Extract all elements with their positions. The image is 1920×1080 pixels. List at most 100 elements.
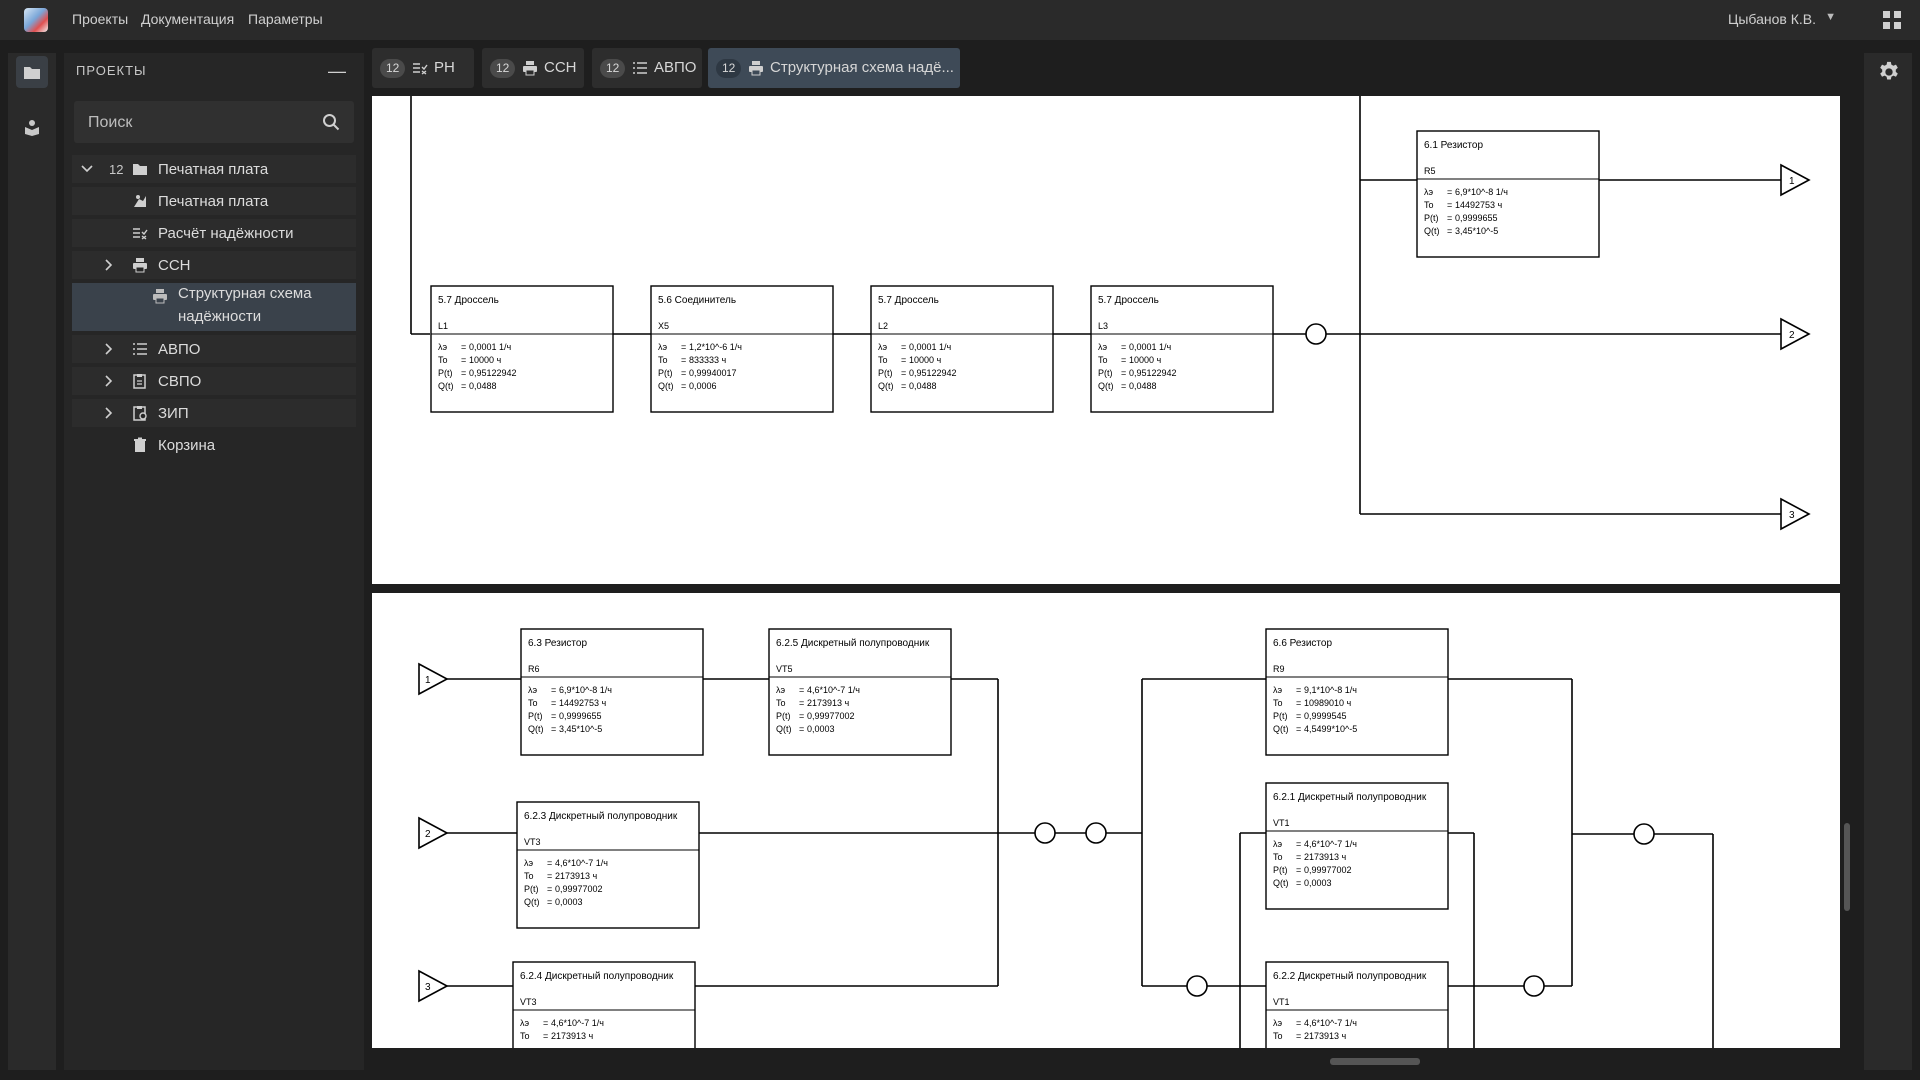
tree-item-ssn[interactable]: ССН (72, 251, 356, 279)
reliability-block[interactable]: 6.2.4 Дискретный полупроводник VT3 λэ=4,… (512, 961, 696, 1048)
chevron-down-icon[interactable] (80, 162, 94, 176)
junction-node[interactable] (1034, 822, 1056, 844)
pcb-icon (134, 195, 146, 207)
svg-text:6.2.4 Дискретный полупроводник: 6.2.4 Дискретный полупроводник (520, 971, 674, 982)
tab-avpo[interactable]: 12 АВПО (592, 48, 702, 88)
reliability-block[interactable]: 5.7 Дроссель L2 λэ=0,0001 1/ч To=10000 ч… (870, 285, 1054, 413)
gear-icon[interactable] (1878, 61, 1900, 83)
tree-item-trash[interactable]: Корзина (72, 431, 356, 459)
tree-item-zip[interactable]: ЗИП (72, 399, 356, 427)
svg-text:10000 ч: 10000 ч (469, 355, 502, 365)
tree-item-label: Расчёт надёжности (158, 224, 294, 242)
svg-text:=: = (551, 724, 556, 734)
diagram-page-1[interactable]: 1 2 3 5.7 Дроссель L1 λэ=0,0001 1/ч To=1… (372, 96, 1840, 584)
input-port[interactable]: 3 (418, 969, 449, 1003)
calc-list-icon (413, 63, 428, 75)
svg-text:Q(t): Q(t) (878, 381, 894, 391)
reliability-block[interactable]: 5.6 Соединитель X5 λэ=1,2*10^-6 1/ч To=8… (650, 285, 834, 413)
svg-text:0,0488: 0,0488 (1129, 381, 1157, 391)
reliability-block[interactable]: 5.7 Дроссель L1 λэ=0,0001 1/ч To=10000 ч… (430, 285, 614, 413)
chevron-right-icon[interactable] (102, 374, 116, 388)
svg-text:0,0001 1/ч: 0,0001 1/ч (909, 342, 952, 352)
input-port[interactable]: 2 (418, 816, 449, 850)
svg-text:P(t): P(t) (438, 368, 453, 378)
project-count: 12 (109, 161, 124, 177)
projects-rail-button[interactable] (16, 56, 48, 88)
svg-text:VT1: VT1 (1273, 818, 1290, 828)
reliability-block[interactable]: 5.7 Дроссель L3 λэ=0,0001 1/ч To=10000 ч… (1090, 285, 1274, 413)
tree-item-pcb[interactable]: Печатная плата (72, 187, 356, 215)
library-rail-button[interactable] (16, 111, 48, 143)
junction-node[interactable] (1633, 823, 1655, 845)
svg-text:10000 ч: 10000 ч (909, 355, 942, 365)
tree-item-reliability-calc[interactable]: Расчёт надёжности (72, 219, 356, 247)
svg-text:Q(t): Q(t) (658, 381, 674, 391)
collapse-icon[interactable]: — (328, 61, 346, 81)
folder-icon (133, 164, 147, 175)
search-icon[interactable] (322, 113, 340, 131)
svg-text:=: = (1447, 226, 1452, 236)
svg-text:=: = (1121, 381, 1126, 391)
svg-text:3,45*10^-5: 3,45*10^-5 (1455, 226, 1498, 236)
svg-text:R6: R6 (528, 664, 540, 674)
tree-item-project[interactable]: 12 Печатная плата (72, 155, 356, 183)
svg-text:=: = (1296, 1031, 1301, 1041)
svg-text:4,5499*10^-5: 4,5499*10^-5 (1304, 724, 1357, 734)
trash-icon (134, 437, 146, 452)
tree-item-label: Структурная схема (178, 285, 312, 302)
chevron-right-icon[interactable] (102, 406, 116, 420)
tab-ssn[interactable]: 12 ССН (482, 48, 584, 88)
svg-text:3: 3 (1789, 510, 1795, 521)
user-name[interactable]: Цыбанов К.В. (1727, 11, 1816, 27)
horizontal-scrollbar[interactable] (1330, 1058, 1420, 1065)
chevron-right-icon[interactable] (102, 258, 116, 272)
apps-grid-icon[interactable] (1882, 10, 1902, 30)
svg-text:=: = (1447, 213, 1452, 223)
vertical-scrollbar[interactable] (1844, 823, 1850, 911)
tab-rn[interactable]: 12 РН (372, 48, 474, 88)
svg-text:2173913 ч: 2173913 ч (555, 871, 598, 881)
junction-node[interactable] (1523, 975, 1545, 997)
svg-text:0,0003: 0,0003 (1304, 878, 1332, 888)
search-input[interactable] (86, 101, 310, 145)
chevron-down-icon[interactable]: ▼ (1825, 11, 1836, 23)
junction-node[interactable] (1305, 323, 1327, 345)
menu-documentation[interactable]: Документация (141, 11, 235, 27)
tree-item-svpo[interactable]: СВПО (72, 367, 356, 395)
tree-item-label: СВПО (158, 372, 202, 390)
tab-structural-scheme[interactable]: 12 Структурная схема надё... (708, 48, 960, 88)
reliability-block[interactable]: 6.2.1 Дискретный полупроводник VT1 λэ=4,… (1265, 782, 1449, 910)
junction-node[interactable] (1085, 822, 1107, 844)
svg-text:Q(t): Q(t) (1424, 226, 1440, 236)
tree-item-structural-scheme[interactable]: Структурная схема надёжности (72, 283, 356, 331)
menu-settings[interactable]: Параметры (248, 11, 323, 27)
tab-badge: 12 (490, 59, 516, 78)
reliability-block[interactable]: 6.2.2 Дискретный полупроводник VT1 λэ=4,… (1265, 961, 1449, 1048)
svg-text:Q(t): Q(t) (776, 724, 792, 734)
svg-text:P(t): P(t) (528, 711, 543, 721)
output-port[interactable]: 2 (1780, 317, 1811, 351)
reliability-block[interactable]: 6.3 Резистор R6 λэ=6,9*10^-8 1/ч To=1449… (520, 628, 704, 756)
input-port[interactable]: 1 (418, 662, 449, 696)
reliability-block[interactable]: 6.2.5 Дискретный полупроводник VT5 λэ=4,… (768, 628, 952, 756)
svg-text:VT3: VT3 (524, 837, 541, 847)
output-port[interactable]: 3 (1780, 497, 1811, 531)
reliability-block[interactable]: 6.2.3 Дискретный полупроводник VT3 λэ=4,… (516, 801, 700, 929)
reliability-block[interactable]: 6.1 Резистор R5 λэ=6,9*10^-8 1/ч To=1449… (1416, 130, 1600, 258)
app-logo (24, 8, 48, 32)
junction-node[interactable] (1186, 975, 1208, 997)
diagram-page-2[interactable]: 1 2 3 6.3 Резистор R6 λэ=6,9*10^-8 1/ч T… (372, 593, 1840, 1048)
reliability-diagram-top: 1 2 3 5.7 Дроссель L1 λэ=0,0001 1/ч To=1… (410, 96, 1811, 531)
svg-text:R9: R9 (1273, 664, 1285, 674)
clipboard-icon (133, 374, 146, 389)
svg-text:=: = (543, 1031, 548, 1041)
top-bar: Проекты Документация Параметры Цыбанов К… (0, 0, 1920, 40)
menu-projects[interactable]: Проекты (72, 11, 129, 27)
tree-item-avpo[interactable]: АВПО (72, 335, 356, 363)
svg-text:λэ: λэ (1424, 187, 1434, 197)
svg-text:=: = (799, 698, 804, 708)
reliability-block[interactable]: 6.6 Резистор R9 λэ=9,1*10^-8 1/ч To=1098… (1265, 628, 1449, 756)
svg-text:Q(t): Q(t) (1273, 724, 1289, 734)
output-port[interactable]: 1 (1780, 163, 1811, 197)
chevron-right-icon[interactable] (102, 342, 116, 356)
